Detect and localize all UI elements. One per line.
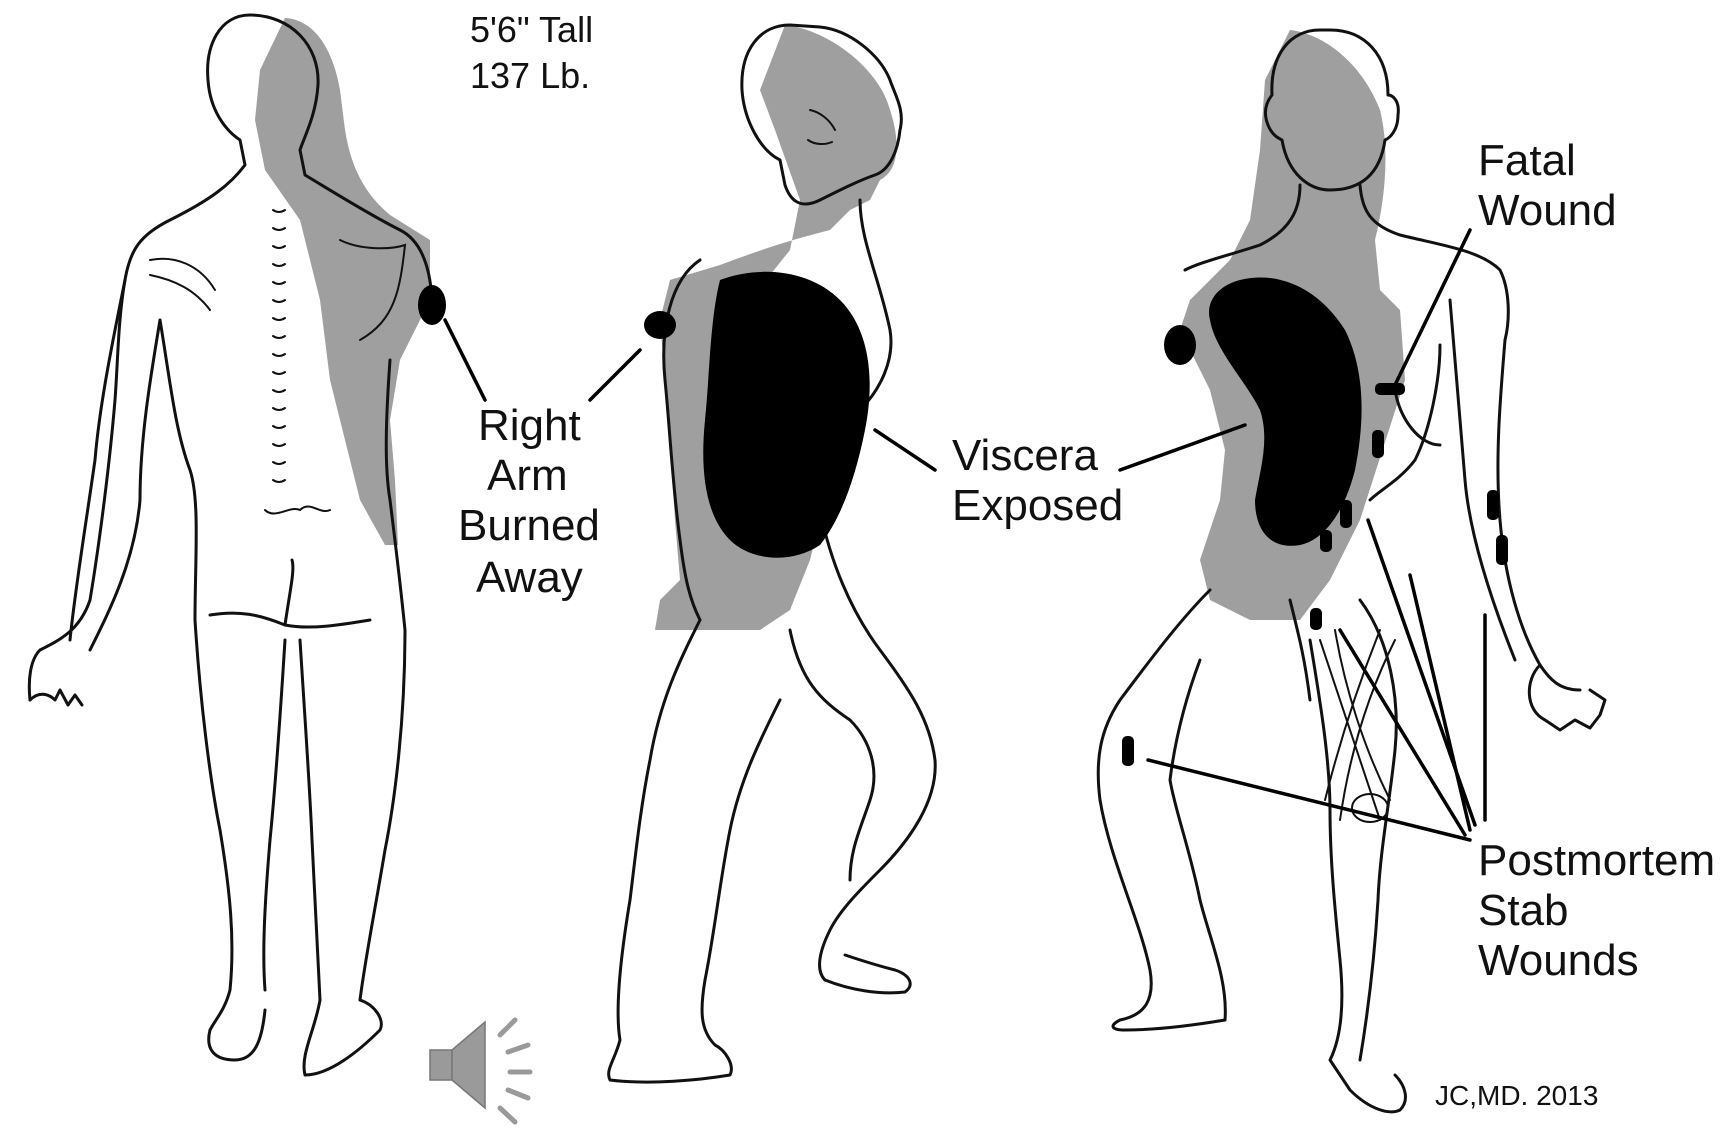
back-arm-stump	[418, 285, 446, 325]
fatal-wound-mark	[1375, 383, 1405, 395]
viscera-label-line-1: Viscera	[952, 431, 1098, 480]
author-signature: JC,MD. 2013	[1435, 1080, 1598, 1111]
side-viscera	[703, 272, 869, 558]
stab-wound-1	[1372, 430, 1384, 458]
stab-wound-5	[1487, 490, 1499, 520]
right-arm-label-line-4: Away	[476, 553, 583, 602]
right-arm-label-line-2: Arm	[487, 451, 568, 500]
fatal-wound-label-line-2: Wound	[1478, 186, 1617, 235]
viscera-label: Viscera Exposed	[952, 431, 1123, 530]
back-view-figure	[29, 15, 446, 1075]
weight-label: 137 Lb.	[470, 55, 590, 96]
stab-wounds-label-line-3: Wounds	[1478, 936, 1639, 985]
speaker-icon[interactable]	[430, 1020, 530, 1122]
stab-wound-4	[1310, 608, 1322, 630]
stab-wound-2	[1340, 500, 1352, 528]
side-view-figure	[609, 25, 936, 1082]
viscera-label-line-2: Exposed	[952, 481, 1123, 530]
side-arm-stump	[644, 311, 676, 339]
front-arm-stump	[1164, 325, 1196, 365]
back-head	[29, 15, 250, 700]
stab-wound-6	[1496, 535, 1508, 565]
back-burn-area	[255, 18, 430, 545]
height-label: 5'6" Tall	[470, 9, 593, 50]
stab-wound-7	[1122, 736, 1134, 766]
fatal-wound-label: Fatal Wound	[1478, 136, 1617, 235]
right-arm-label-line-1: Right	[478, 401, 581, 450]
stab-wounds-label-line-1: Postmortem	[1478, 836, 1715, 885]
right-arm-label-line-3: Burned	[458, 501, 600, 550]
right-arm-label: Right Arm Burned Away	[458, 401, 600, 602]
stab-wound-3	[1320, 530, 1332, 552]
fatal-wound-label-line-1: Fatal	[1478, 136, 1576, 185]
stab-wounds-label: Postmortem Stab Wounds	[1478, 836, 1715, 985]
stab-wounds-label-line-2: Stab	[1478, 886, 1569, 935]
